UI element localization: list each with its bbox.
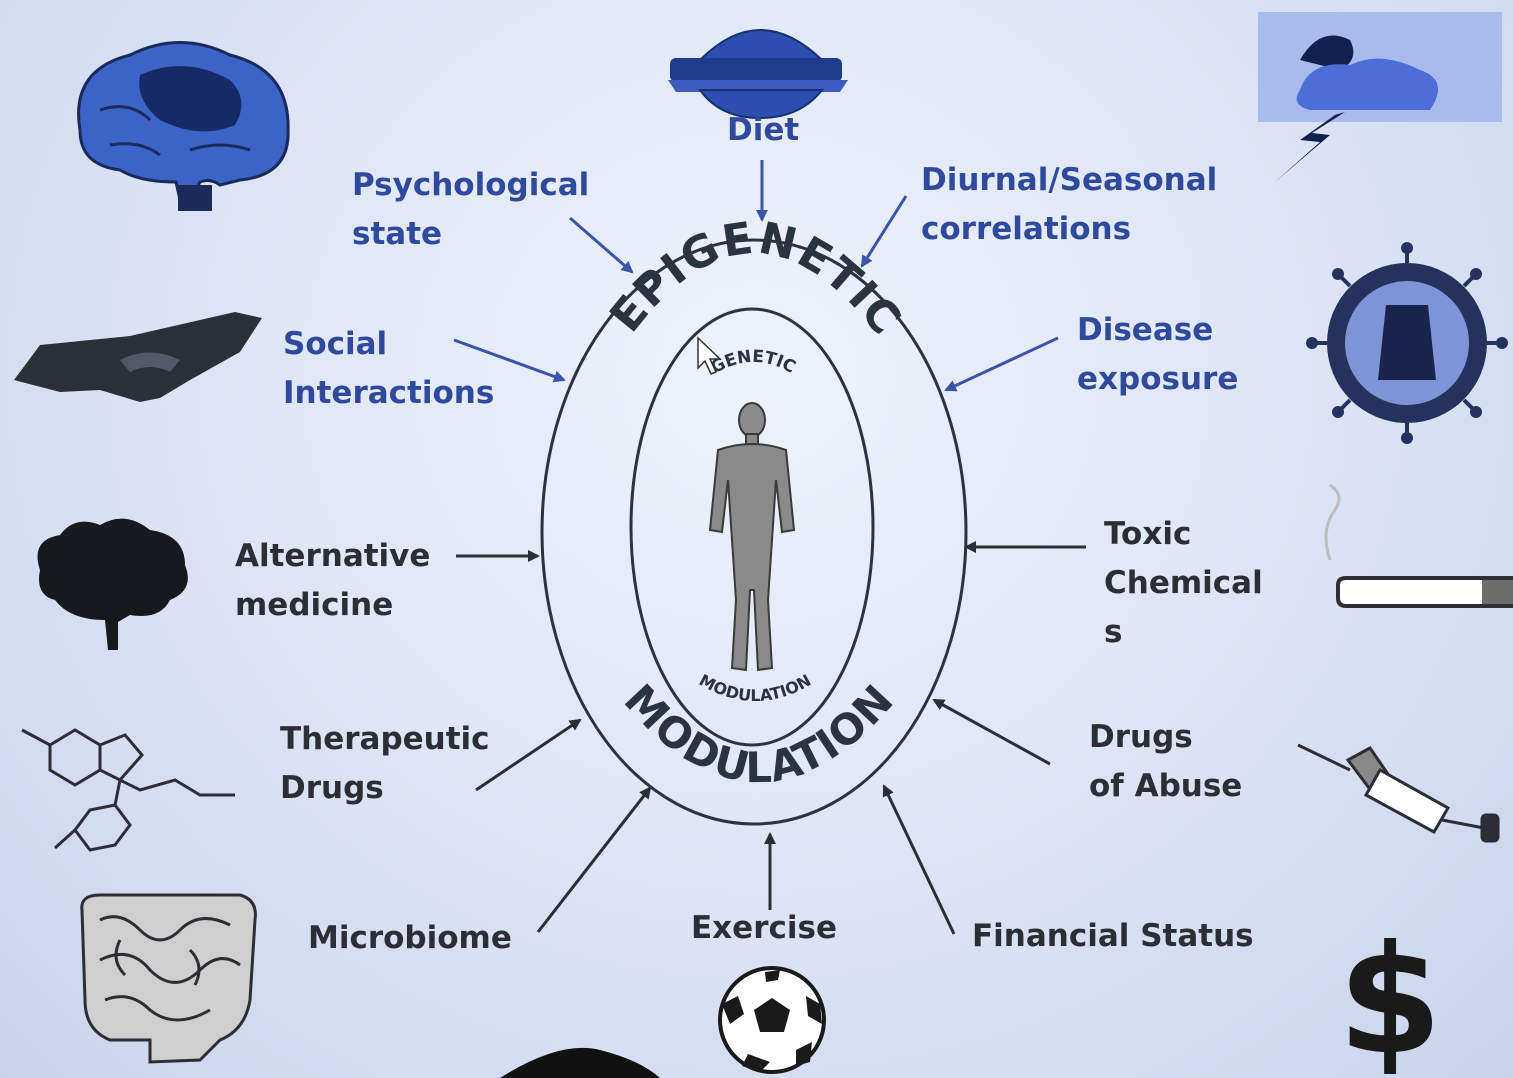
burger-icon (668, 29, 848, 120)
inner-ring (629, 307, 875, 747)
abuse-label: Drugs of Abuse (1089, 719, 1243, 804)
handshake-icon (14, 312, 262, 402)
human-figure-icon (708, 402, 796, 672)
microbiome-label: Microbiome (308, 920, 512, 956)
exercise-label: Exercise (691, 910, 837, 946)
inner-ring-bottom-label: MODULATION (696, 670, 814, 705)
soccer-ball-icon (718, 966, 826, 1074)
mouse-cursor-icon (697, 336, 722, 375)
social-arrow (453, 338, 566, 383)
disease-arrow (944, 336, 1059, 392)
dollar-icon: $ (1338, 914, 1442, 1078)
virus-icon (1306, 242, 1508, 444)
diet-label: Diet (727, 112, 800, 148)
molecule-icon (21, 728, 235, 852)
brain-icon (77, 41, 290, 211)
financial-label: Financial Status (972, 918, 1254, 954)
alternative-label: Alternative medicine (235, 538, 431, 623)
microbiome-arrow (536, 786, 652, 933)
foreground-silhouette (500, 1047, 660, 1078)
outer-ring (540, 238, 968, 826)
social-label: Social Interactions (283, 326, 495, 411)
syringe-icon (1297, 743, 1500, 843)
diurnal-label: Diurnal/Seasonal correlations (921, 162, 1218, 247)
psychological-arrow (569, 216, 634, 274)
herb-icon (37, 518, 188, 650)
diurnal-arrow (860, 195, 908, 268)
intestine-icon (80, 893, 257, 1064)
financial-arrow (882, 784, 956, 935)
inner-ring-top-label: GENETIC (708, 347, 799, 378)
therapeutic-arrow (475, 718, 582, 792)
abuse-arrow (932, 698, 1051, 766)
therapeutic-label: Therapeutic Drugs (280, 721, 490, 806)
weather-icon (1258, 12, 1502, 182)
disease-label: Disease exposure (1077, 312, 1239, 397)
psychological-label: Psychological state (352, 167, 590, 252)
outer-ring-top-label: EPIGENETIC (600, 213, 911, 346)
cigarette-icon (1324, 483, 1513, 608)
toxic-label: Toxic Chemical s (1104, 516, 1263, 650)
